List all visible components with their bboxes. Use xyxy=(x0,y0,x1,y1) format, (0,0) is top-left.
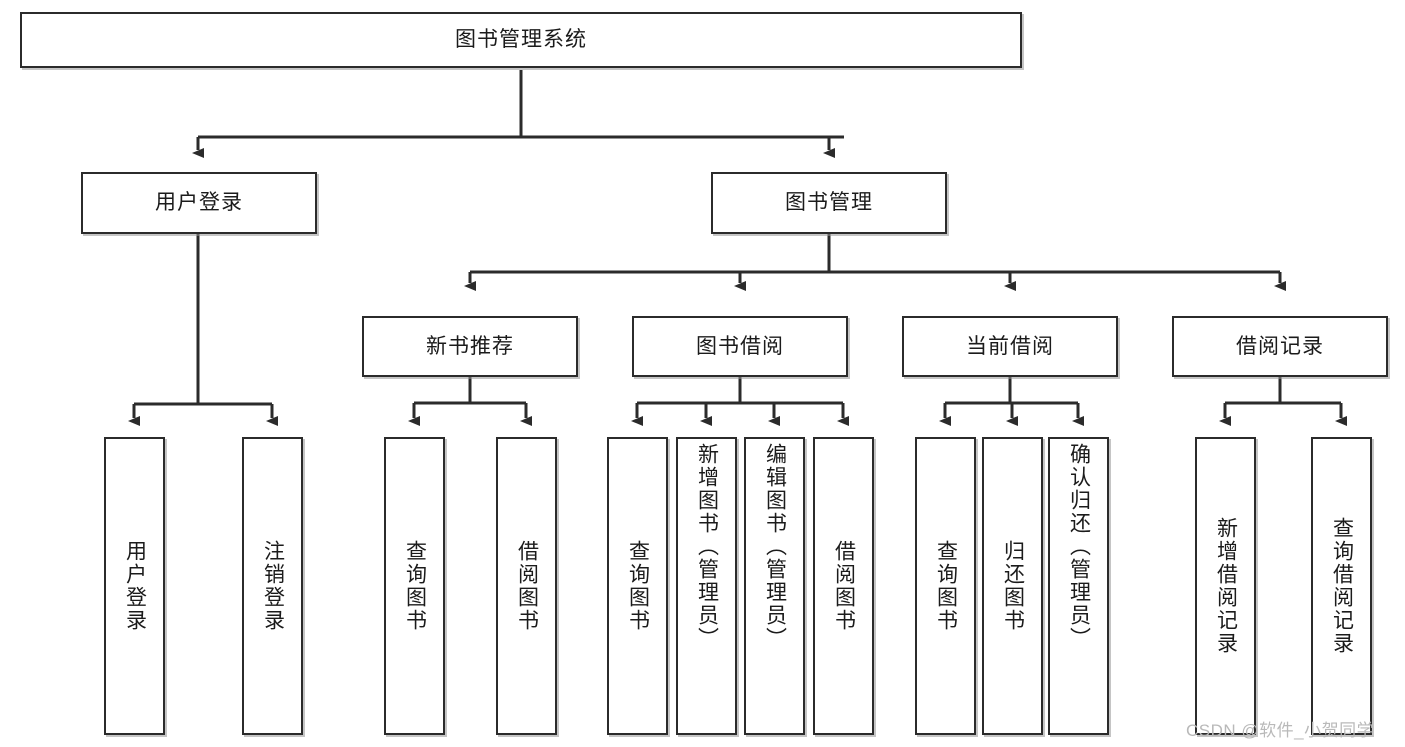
node-new-book-recommend[interactable]: 新书推荐 xyxy=(362,316,578,377)
csdn-watermark: CSDN @软件_小贺同学 xyxy=(1186,721,1375,740)
node-leaf-confirm-return-label: 确认归还（管理员） xyxy=(1067,443,1091,650)
node-user-login[interactable]: 用户登录 xyxy=(81,172,317,234)
node-leaf-confirm-return[interactable]: 确认归还（管理员） xyxy=(1048,437,1109,735)
node-leaf-query-record[interactable]: 查询借阅记录 xyxy=(1311,437,1372,735)
node-user-login-label: 用户登录 xyxy=(155,191,243,215)
node-leaf-return-book-label: 归还图书 xyxy=(1001,540,1025,632)
node-leaf-borrow-book-1-label: 借阅图书 xyxy=(515,540,539,632)
node-leaf-logout-label: 注销登录 xyxy=(261,540,285,632)
node-leaf-edit-book-label: 编辑图书（管理员） xyxy=(763,443,787,650)
node-leaf-query-book-2-label: 查询图书 xyxy=(626,540,650,632)
node-leaf-user-login[interactable]: 用户登录 xyxy=(104,437,165,735)
node-borrow-record[interactable]: 借阅记录 xyxy=(1172,316,1388,377)
node-leaf-return-book[interactable]: 归还图书 xyxy=(982,437,1043,735)
node-book-borrow-label: 图书借阅 xyxy=(696,334,784,358)
node-leaf-query-book-3-label: 查询图书 xyxy=(934,540,958,632)
node-leaf-borrow-book-1[interactable]: 借阅图书 xyxy=(496,437,557,735)
node-leaf-add-book[interactable]: 新增图书（管理员） xyxy=(676,437,737,735)
node-leaf-edit-book[interactable]: 编辑图书（管理员） xyxy=(744,437,805,735)
node-leaf-query-record-label: 查询借阅记录 xyxy=(1330,517,1354,655)
node-leaf-borrow-book-2-label: 借阅图书 xyxy=(832,540,856,632)
node-leaf-query-book-1[interactable]: 查询图书 xyxy=(384,437,445,735)
node-book-manage-label: 图书管理 xyxy=(785,191,873,215)
node-leaf-add-record-label: 新增借阅记录 xyxy=(1214,517,1238,655)
node-leaf-query-book-2[interactable]: 查询图书 xyxy=(607,437,668,735)
node-book-borrow[interactable]: 图书借阅 xyxy=(632,316,848,377)
node-leaf-user-login-label: 用户登录 xyxy=(123,540,147,632)
node-leaf-add-book-label: 新增图书（管理员） xyxy=(695,443,719,650)
node-book-manage[interactable]: 图书管理 xyxy=(711,172,947,234)
node-current-borrow[interactable]: 当前借阅 xyxy=(902,316,1118,377)
node-leaf-query-book-1-label: 查询图书 xyxy=(403,540,427,632)
node-current-borrow-label: 当前借阅 xyxy=(966,334,1054,358)
node-root[interactable]: 图书管理系统 xyxy=(20,12,1022,68)
node-leaf-query-book-3[interactable]: 查询图书 xyxy=(915,437,976,735)
node-root-label: 图书管理系统 xyxy=(455,28,587,52)
node-leaf-borrow-book-2[interactable]: 借阅图书 xyxy=(813,437,874,735)
node-leaf-add-record[interactable]: 新增借阅记录 xyxy=(1195,437,1256,735)
node-borrow-record-label: 借阅记录 xyxy=(1236,334,1324,358)
node-leaf-logout[interactable]: 注销登录 xyxy=(242,437,303,735)
node-new-book-recommend-label: 新书推荐 xyxy=(426,334,514,358)
